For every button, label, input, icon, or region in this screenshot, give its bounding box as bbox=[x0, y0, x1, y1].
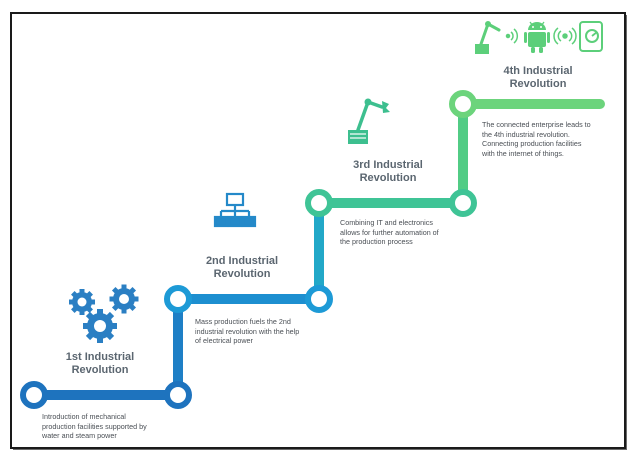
stage-3-description: Combining IT and electronics allows for … bbox=[340, 218, 439, 247]
iot-icons bbox=[475, 21, 603, 54]
hierarchy-icon bbox=[213, 192, 257, 228]
stage-2-title: 2nd Industrial Revolution bbox=[205, 255, 279, 280]
staircase-path bbox=[29, 99, 605, 400]
android-robot-icon bbox=[524, 21, 550, 53]
node-step3-end bbox=[449, 189, 477, 217]
nodes bbox=[20, 90, 477, 409]
stage-1-description: Introduction of mechanical production fa… bbox=[42, 412, 147, 441]
staircase-diagram bbox=[20, 21, 605, 409]
smart-device-icon bbox=[579, 21, 603, 52]
robot-arm-small-icon bbox=[475, 21, 501, 54]
gears-icon bbox=[69, 284, 139, 343]
node-start bbox=[20, 381, 48, 409]
infographic-frame: 1st Industrial Revolution 2nd Industrial… bbox=[10, 12, 626, 449]
stage-3-title: 3rd Industrial Revolution bbox=[353, 159, 423, 184]
broadcast-icon bbox=[553, 27, 577, 45]
stage-4-description: The connected enterprise leads to the 4t… bbox=[482, 120, 591, 158]
robot-arm-icon bbox=[348, 98, 390, 144]
node-step4-start bbox=[449, 90, 477, 118]
node-step2-end bbox=[305, 285, 333, 313]
stage-1-title: 1st Industrial Revolution bbox=[65, 351, 135, 376]
stage-2-description: Mass production fuels the 2nd industrial… bbox=[195, 317, 300, 346]
node-step3-start bbox=[305, 189, 333, 217]
stage-4-title: 4th Industrial Revolution bbox=[503, 65, 573, 90]
wifi-signal-icon bbox=[505, 28, 519, 44]
node-step1-end bbox=[164, 381, 192, 409]
node-step2-start bbox=[164, 285, 192, 313]
